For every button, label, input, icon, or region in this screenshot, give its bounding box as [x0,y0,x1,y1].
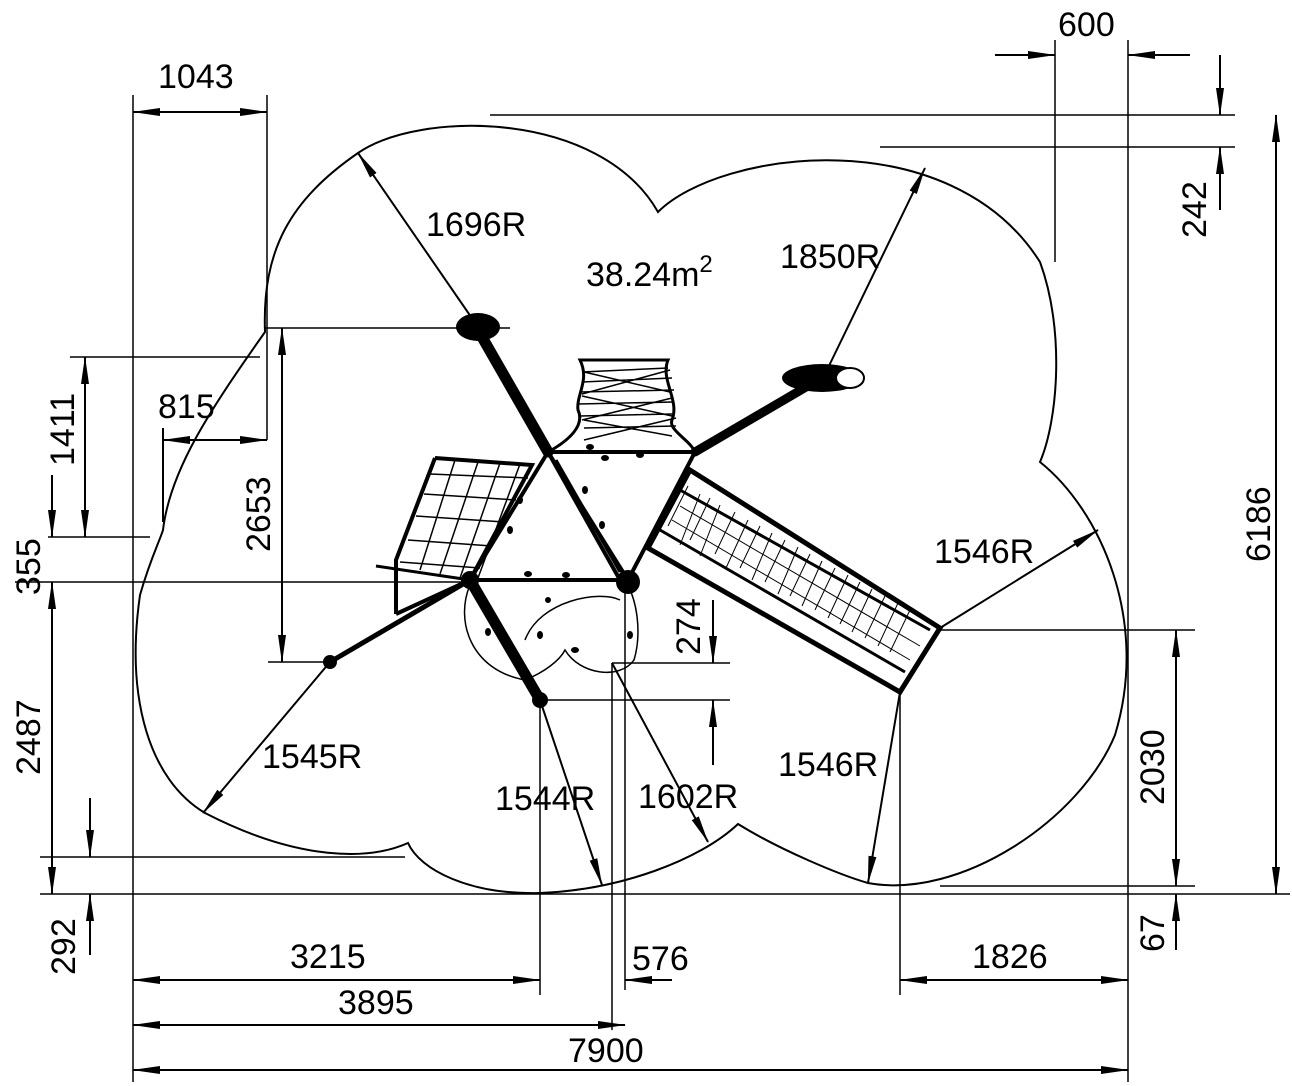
arm-top-left [472,324,554,458]
platform-left [466,448,624,582]
dim-left-355: 355 [10,538,48,595]
dim-top-1043: 1043 [158,58,234,96]
dim-left-2653: 2653 [240,476,278,552]
climbing-tube [547,358,698,454]
radius-1696: 1696R [426,206,526,244]
radius-1602: 1602R [638,778,738,816]
dim-left-1411: 1411 [44,393,82,466]
extension-lines [15,40,1290,1082]
dim-right-242: 242 [1176,181,1214,238]
dim-bottom-3895: 3895 [338,984,414,1022]
radius-1544: 1544R [495,780,595,818]
arm-top-right [690,375,823,457]
dimension-labels: 38.24m2 1043 600 242 6186 1411 815 2653 … [10,6,1278,1070]
arm-bottom [464,574,546,706]
dim-top-600: 600 [1058,6,1115,44]
dim-left-2487: 2487 [10,699,48,775]
lower-deck [463,584,639,681]
radius-1545: 1545R [262,738,362,776]
arm-left [328,577,472,665]
dim-right-2030: 2030 [1134,729,1172,805]
dim-bottom-7900: 7900 [568,1032,644,1070]
ladder-net [375,456,536,616]
dim-left-292: 292 [45,918,83,975]
dimension-lines [48,51,1280,1074]
dim-bottom-3215: 3215 [290,938,366,976]
safety-zone-outline [134,124,1128,895]
dim-left-815: 815 [158,388,215,426]
area-label: 38.24m2 [586,251,713,294]
dim-right-6186: 6186 [1240,486,1278,562]
radius-1850: 1850R [780,238,880,276]
slide [644,466,944,696]
dim-right-67: 67 [1134,914,1172,952]
radius-leaders [202,152,1099,886]
dim-mid-274: 274 [670,598,708,655]
radius-1546-right: 1546R [934,533,1034,571]
dim-bottom-576: 576 [632,940,689,978]
radius-1546-bottom: 1546R [778,746,878,784]
play-equipment [323,313,944,708]
dim-bottom-1826: 1826 [972,938,1048,976]
